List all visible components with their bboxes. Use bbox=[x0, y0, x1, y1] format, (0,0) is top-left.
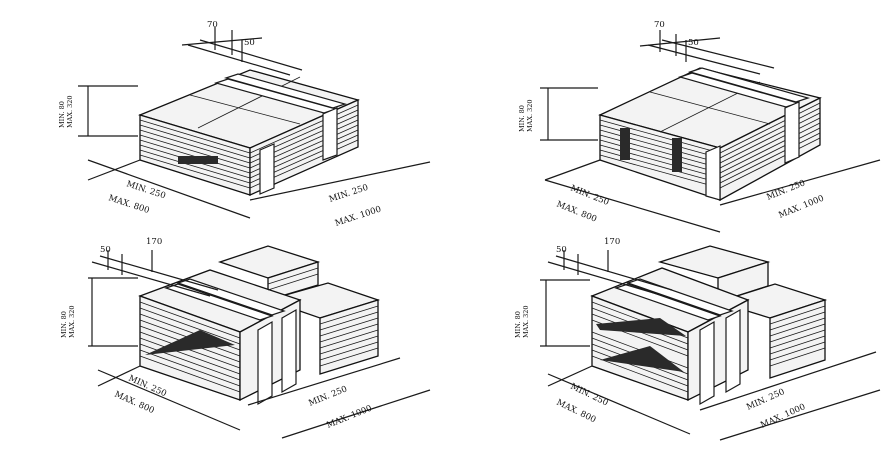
height-min-label: MIN. 80 bbox=[60, 311, 68, 338]
length-min-label: MIN. 250 bbox=[307, 384, 348, 408]
length-max-label: MAX. 1000 bbox=[759, 402, 807, 431]
panel-top-right: 70 50 MIN. 80 MAX. 320 MIN. 250 MAX. 800… bbox=[518, 20, 881, 233]
dimension-lines-top-left bbox=[78, 27, 431, 219]
dimension-lines-top-right bbox=[540, 30, 881, 233]
width-min-label: MIN. 250 bbox=[569, 184, 610, 208]
bundle-top-right bbox=[598, 67, 822, 202]
gap-top-label: 50 bbox=[556, 245, 567, 255]
panel-top-left: 70 50 MIN. 80 MAX. 320 MIN. 250 MAX. 800… bbox=[58, 20, 431, 229]
length-min-label: MIN. 250 bbox=[765, 178, 806, 202]
panel-bottom-left: 50 170 MIN. 80 MAX. 320 MIN. 250 MAX. 80… bbox=[60, 237, 431, 439]
gap-top-label: 70 bbox=[654, 20, 665, 30]
panel-bottom-right: 50 170 MIN. 80 MAX. 320 MIN. 250 MAX. 80… bbox=[514, 237, 881, 441]
width-max-label: MAX. 800 bbox=[107, 193, 151, 216]
length-min-label: MIN. 250 bbox=[328, 183, 370, 205]
height-max-label: MAX. 320 bbox=[68, 305, 76, 338]
height-max-label: MAX. 320 bbox=[522, 305, 530, 338]
length-max-label: MAX. 1000 bbox=[334, 205, 383, 229]
gap-strap-label: 170 bbox=[146, 237, 162, 247]
height-min-label: MIN. 80 bbox=[518, 105, 526, 132]
length-min-label: MIN. 250 bbox=[745, 387, 786, 413]
gap-top-label: 50 bbox=[100, 245, 111, 255]
bundle-top-left bbox=[138, 69, 360, 197]
gap-top-label: 70 bbox=[207, 20, 218, 30]
width-max-label: MAX. 800 bbox=[555, 398, 598, 426]
height-min-label: MIN. 80 bbox=[514, 311, 522, 338]
height-max-label: MAX. 320 bbox=[66, 95, 74, 128]
width-max-label: MAX. 800 bbox=[555, 200, 598, 225]
height-max-label: MAX. 320 bbox=[526, 99, 534, 132]
width-min-label: MIN. 250 bbox=[125, 179, 167, 201]
length-max-label: MAX. 1000 bbox=[325, 404, 373, 431]
bundle-bottom-right bbox=[590, 245, 828, 406]
gap-strap-label: 170 bbox=[604, 237, 620, 247]
bundle-bottom-left bbox=[138, 245, 381, 406]
width-max-label: MAX. 800 bbox=[113, 390, 156, 416]
gap-strap-label: 50 bbox=[244, 38, 255, 48]
dimension-lines-bottom-left bbox=[88, 250, 431, 439]
width-min-label: MIN. 250 bbox=[127, 374, 168, 400]
gap-strap-label: 50 bbox=[688, 38, 699, 48]
dimension-lines-bottom-right bbox=[540, 250, 881, 441]
height-min-label: MIN. 80 bbox=[58, 101, 66, 128]
length-max-label: MAX. 1000 bbox=[777, 194, 825, 221]
